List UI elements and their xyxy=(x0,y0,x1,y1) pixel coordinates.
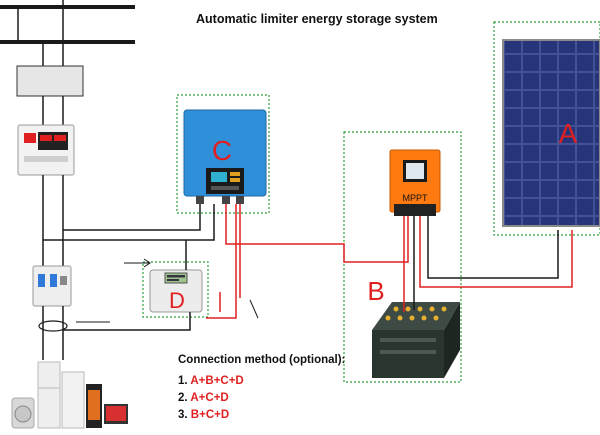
diagram-title: Automatic limiter energy storage system xyxy=(196,12,438,26)
limiter-device xyxy=(149,269,203,313)
label-d: D xyxy=(169,288,185,313)
option-code: A+C+D xyxy=(190,392,229,404)
protector-device xyxy=(17,124,75,176)
energy-meter xyxy=(16,65,84,97)
label-a: A xyxy=(559,118,578,149)
connection-option: 1. A+B+C+D xyxy=(178,373,345,390)
connection-method: Connection method (optional): 1. A+B+C+D… xyxy=(178,352,345,424)
option-number: 2. xyxy=(178,392,188,404)
option-code: A+B+C+D xyxy=(190,375,244,387)
connection-heading: Connection method (optional): xyxy=(178,354,346,366)
connection-option: 2. A+C+D xyxy=(178,390,345,407)
label-b: B xyxy=(367,276,384,306)
option-code: B+C+D xyxy=(190,409,230,421)
solar-panel xyxy=(502,39,600,227)
inverter xyxy=(183,109,267,204)
label-c: C xyxy=(212,135,232,166)
connection-option: 3. B+C+D xyxy=(178,407,345,424)
battery-bank xyxy=(372,302,460,378)
label-mppt: MPPT xyxy=(402,193,428,203)
red-wires xyxy=(206,204,573,319)
household-appliances xyxy=(11,361,128,429)
black-wires xyxy=(43,204,559,331)
option-number: 3. xyxy=(178,409,188,421)
option-number: 1. xyxy=(178,375,188,387)
flow-arrows xyxy=(76,258,259,323)
utility-grid xyxy=(0,0,135,66)
mppt-controller xyxy=(389,149,441,216)
ct-clamp xyxy=(38,320,68,332)
circuit-breaker xyxy=(32,265,72,307)
